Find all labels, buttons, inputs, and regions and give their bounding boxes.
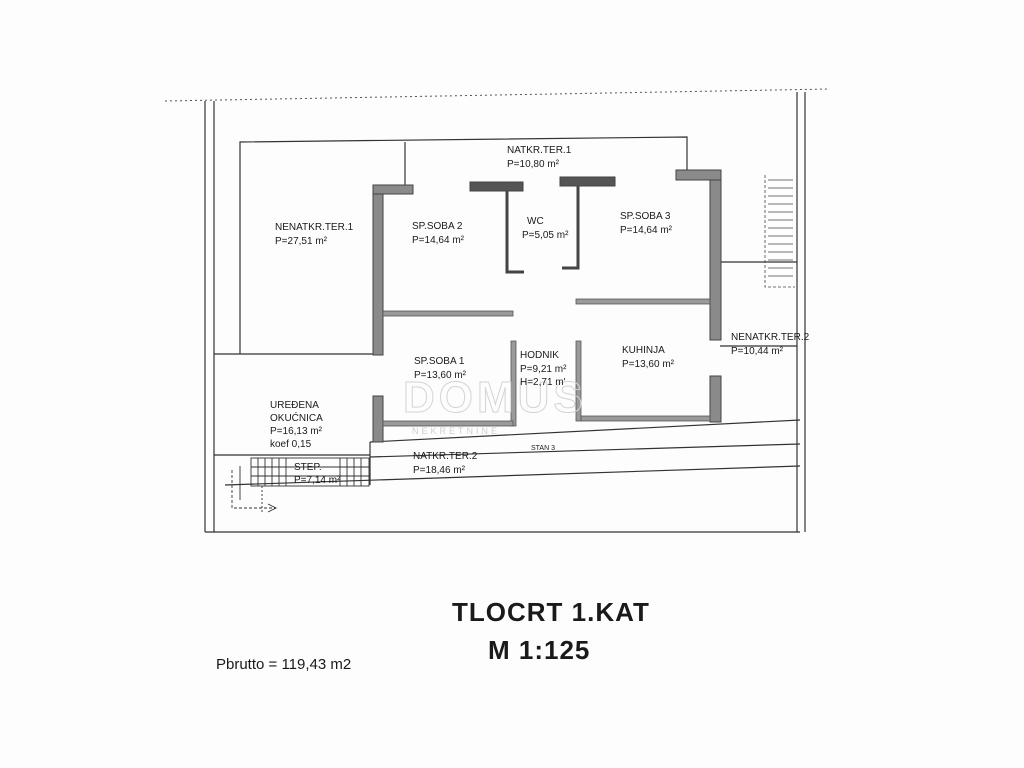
garden-line2: OKUĆNICA (270, 411, 323, 424)
watermark: DOMUS NEKRETNINE (403, 373, 587, 437)
watermark-sub: NEKRETNINE (412, 426, 500, 436)
lower-terrace-lines (214, 261, 801, 486)
gross-area: Pbrutto = 119,43 m2 (216, 656, 351, 673)
upper-envelope (214, 136, 688, 355)
right-stairs (764, 175, 795, 288)
room-area-hodnik: P=9,21 m² (520, 364, 567, 375)
outer-frame (204, 92, 806, 533)
room-area-nenatkr-ter-1: P=27,51 m² (275, 236, 328, 247)
room-area-step: P=7,14 m² (294, 475, 341, 486)
room-area-sp-soba-1: P=13,60 m² (414, 370, 467, 381)
garden-area: P=16,13 m² (270, 426, 323, 437)
room-name-sp-soba-2: SP.SOBA 2 (412, 221, 463, 232)
room-name-step: STEP. (294, 462, 322, 473)
room-area-wc: P=5,05 m² (522, 230, 569, 241)
room-name-wc: WC (527, 216, 544, 227)
room-name-nenatkr-ter-1: NENATKR.TER.1 (275, 222, 354, 233)
garden-line1: UREĐENA (270, 400, 319, 411)
room-area-sp-soba-3: P=14,64 m² (620, 225, 673, 236)
room-name-hodnik: HODNIK (520, 350, 559, 361)
room-name-nenatkr-ter-2: NENATKR.TER.2 (731, 332, 810, 343)
walls (372, 169, 722, 443)
room-name-sp-soba-3: SP.SOBA 3 (620, 211, 671, 222)
room-area-sp-soba-2: P=14,64 m² (412, 235, 465, 246)
wc-walls (505, 186, 580, 274)
garden-coef: koef 0,15 (270, 439, 312, 450)
unit-label: STAN 3 (531, 445, 555, 452)
room-name-sp-soba-1: SP.SOBA 1 (414, 356, 465, 367)
room-name-natkr-ter-2: NATKR.TER.2 (413, 451, 478, 462)
room-area-kuhinja: P=13,60 m² (622, 359, 675, 370)
room-area-natkr-ter-1: P=10,80 m² (507, 159, 560, 170)
room-area-natkr-ter-2: P=18,46 m² (413, 465, 466, 476)
interior-walls (382, 298, 711, 427)
left-stairs (231, 457, 370, 513)
room-name-natkr-ter-1: NATKR.TER.1 (507, 145, 572, 156)
watermark-brand: DOMUS (403, 373, 587, 422)
drawing-scale: M 1:125 (488, 635, 590, 665)
drawing-title: TLOCRT 1.KAT (452, 597, 650, 627)
room-height-hodnik: H=2,71 m' (520, 377, 566, 388)
room-area-nenatkr-ter-2: P=10,44 m² (731, 346, 784, 357)
room-labels: NATKR.TER.1 P=10,80 m² NENATKR.TER.1 P=2… (270, 145, 810, 486)
room-name-kuhinja: KUHINJA (622, 345, 665, 356)
plot-boundary-top (164, 88, 831, 102)
